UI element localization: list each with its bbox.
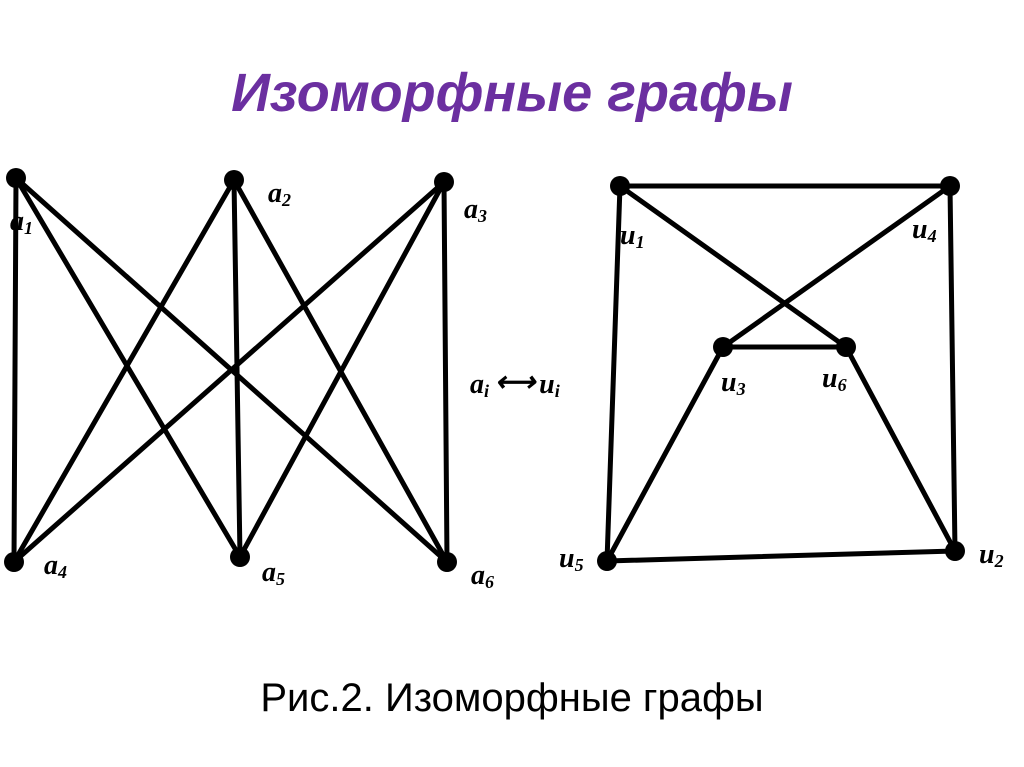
node-u4 [940,176,960,196]
node-u2 [945,541,965,561]
node-label-u2: u2 [979,539,1004,571]
node-a1 [6,168,26,188]
node-label-a4: a4 [44,550,67,582]
node-label-u6: u6 [822,363,847,395]
node-a4 [4,552,24,572]
node-label-a5: a5 [262,557,285,589]
node-u1 [610,176,630,196]
mapping-right: u [539,369,555,400]
node-label-u3: u3 [721,367,746,399]
right-edge-u6-u2 [843,344,958,554]
left-edge-a2-a5 [231,177,243,560]
node-label-u5: u5 [559,543,584,575]
edges-layer [11,175,958,565]
figure-caption: Рис.2. Изоморфные графы [260,676,764,720]
right-edge-u5-u2 [604,548,958,564]
right-edge-u4-u3 [720,183,953,350]
mapping-label: ai⟷ui [470,367,560,401]
mapping-left-sub: i [484,381,489,401]
node-u6 [836,337,856,357]
node-a5 [230,547,250,567]
left-edge-a3-a6 [441,179,450,565]
node-label-a3: a3 [464,194,487,226]
nodes-layer [4,168,965,572]
mapping-left: a [470,369,484,400]
node-a3 [434,172,454,192]
node-label-a1: a1 [10,206,33,238]
mapping-right-sub: i [555,381,560,401]
left-edge-a3-a4 [11,179,447,565]
left-edge-a2-a4 [11,177,237,565]
right-edge-u3-u5 [604,344,726,564]
mapping-arrow: ⟷ [495,367,537,398]
left-edge-a1-a4 [11,175,19,565]
left-edge-a3-a5 [237,179,447,560]
node-label-u4: u4 [912,214,937,246]
node-label-a6: a6 [471,560,494,592]
node-label-a2: a2 [268,178,291,210]
labels-layer: a1 a2 a3 a4 a5 a6 u1 u2 u3 u4 u5 u6 [10,178,1004,592]
page-title: Изоморфные графы [231,63,793,123]
node-a6 [437,552,457,572]
right-edge-u1-u6 [617,183,849,350]
node-a2 [224,170,244,190]
node-label-u1: u1 [620,220,645,252]
right-edge-u4-u2 [947,183,958,554]
right-edge-u1-u5 [604,183,623,564]
node-u3 [713,337,733,357]
node-u5 [597,551,617,571]
